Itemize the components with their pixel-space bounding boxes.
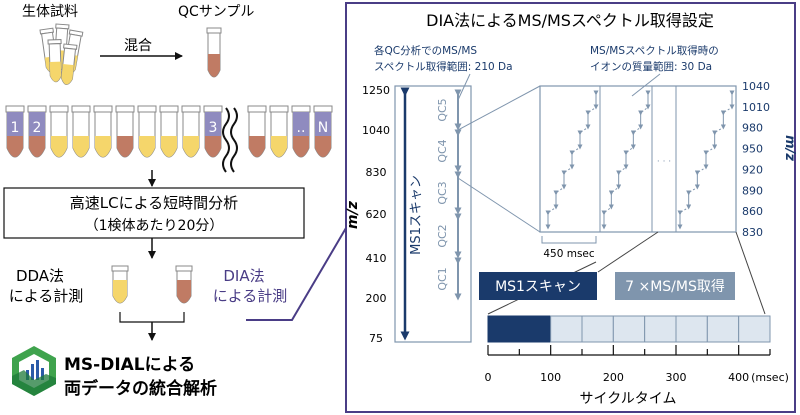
dda-tube-icon xyxy=(111,265,129,304)
y-axis-label: m/z xyxy=(345,200,361,229)
mix-label: 混合 xyxy=(124,38,152,54)
tube-label: N xyxy=(318,120,328,136)
lc-analysis-box xyxy=(3,187,305,239)
lc-box-line1: 高速LCによる短時間分析 xyxy=(70,194,238,212)
left-tick-label: 620 xyxy=(366,208,387,221)
more-windows-dots: · · · xyxy=(657,157,671,167)
ms1-scan-vertical-label: MS1スキャン xyxy=(409,175,424,255)
dia-line1: DIA法 xyxy=(223,267,264,285)
qc-label: QC1 xyxy=(436,267,449,290)
left-tick-label: 75 xyxy=(369,332,383,345)
sample-tube-icon xyxy=(115,105,135,158)
dda-line2: による計測 xyxy=(9,287,84,305)
connector-line xyxy=(246,227,347,321)
duration-label: 450 msec xyxy=(543,248,595,260)
ms1-scan-box xyxy=(479,272,597,300)
sample-tube-icon xyxy=(137,105,157,158)
lc-box-line2: （1検体あたり20分） xyxy=(85,218,224,234)
note-left-line2: スペクトル取得範囲: 210 Da xyxy=(374,60,513,73)
sample-tube-icon: N xyxy=(313,105,333,158)
msms-box-label: 7 ×MS/MS取得 xyxy=(625,278,725,295)
note-right-line2: イオンの質量範囲: 30 Da xyxy=(590,60,712,73)
note-right-line1: MS/MSスペクトル取得時の xyxy=(590,45,719,57)
left-flow: 生体試料 QCサンプル xyxy=(3,4,333,399)
tube-label: .. xyxy=(297,120,306,136)
sample-tube-icon: 1 xyxy=(5,105,25,158)
right-tick-label: 920 xyxy=(742,163,763,176)
sample-tube-icon: .. xyxy=(291,105,311,158)
right-tick-label: 1040 xyxy=(742,80,770,93)
msms-segment xyxy=(644,315,677,343)
right-tick-label: 860 xyxy=(742,205,763,218)
sample-tube-icon: 3 xyxy=(203,105,223,158)
msms-segment xyxy=(581,315,614,343)
note-left-line1: 各QC分析でのMS/MS xyxy=(374,44,477,57)
ms1-range-frame xyxy=(394,85,472,343)
timeline-label: サイクルタイム xyxy=(579,391,676,407)
ms1-scan-box-label: MS1スキャン xyxy=(495,279,581,295)
timeline-unit: (msec) xyxy=(751,371,789,384)
msdial-logo-icon xyxy=(12,346,56,396)
msms-segment xyxy=(550,315,583,343)
left-tick-label: 1040 xyxy=(362,124,390,137)
right-tick-label: 980 xyxy=(742,122,763,135)
sample-tube-icon xyxy=(247,105,267,158)
sample-tube-icon xyxy=(71,105,91,158)
timeline-tick-label: 100 xyxy=(540,371,561,384)
dia-tube-icon xyxy=(175,265,193,304)
right-tick-label: 890 xyxy=(742,184,763,197)
timeline-tick-label: 300 xyxy=(666,371,687,384)
sample-tubes-icon xyxy=(39,23,84,85)
sample-label: 生体試料 xyxy=(22,4,78,20)
msms-isolation-steps xyxy=(545,90,735,230)
break-mark-icon xyxy=(222,107,230,173)
msms-window-frame xyxy=(539,85,737,233)
dia-settings-panel xyxy=(345,2,796,413)
timeline-ticks: 0 100 200 300 400 xyxy=(485,345,771,384)
msdial-line2: 両データの統合解析 xyxy=(64,378,217,399)
left-tick-label: 1250 xyxy=(362,84,390,97)
msms-segment xyxy=(738,315,771,343)
sample-tube-icon xyxy=(269,105,289,158)
timeline-tick-label: 400 xyxy=(728,371,749,384)
right-axis-label: m/z xyxy=(782,135,797,161)
left-tick-label: 200 xyxy=(366,292,387,305)
sample-tube-icon: 2 xyxy=(27,105,47,158)
sample-tube-icon xyxy=(93,105,113,158)
qc-label: QC5 xyxy=(436,98,449,121)
dia-line2: による計測 xyxy=(213,287,288,305)
right-tick-label: 950 xyxy=(742,143,763,156)
left-tick-label: 410 xyxy=(366,252,387,265)
qc-label: QC3 xyxy=(436,181,449,204)
cycle-bar xyxy=(487,315,771,343)
msdial-line1: MS-DIALによる xyxy=(64,355,195,375)
qc-tube-icon xyxy=(206,27,222,78)
dda-line1: DDA法 xyxy=(16,267,64,285)
qc-sample-label: QCサンプル xyxy=(178,4,254,20)
qc-label: QC2 xyxy=(436,224,449,247)
left-tick-label: 830 xyxy=(366,166,387,179)
tube-label: 1 xyxy=(11,120,20,136)
msms-box xyxy=(615,272,735,300)
timeline-tick-label: 200 xyxy=(603,371,624,384)
left-axis-ticks: 1250 1040 830 620 410 200 75 xyxy=(362,84,390,345)
sample-tube-icon xyxy=(159,105,179,158)
msms-segment xyxy=(675,315,708,343)
right-tick-label: 1010 xyxy=(742,101,770,114)
sample-tube-icon xyxy=(181,105,201,158)
msms-segment xyxy=(612,315,646,343)
right-tick-label: 830 xyxy=(742,226,763,239)
qc-label: QC4 xyxy=(436,139,449,162)
tube-label: 2 xyxy=(33,120,42,136)
right-axis-ticks: 1040 1010 980 950 920 890 860 830 xyxy=(742,80,770,239)
ms1-segment xyxy=(487,315,552,343)
panel-title: DIA法によるMS/MSスペクトル取得設定 xyxy=(426,11,714,30)
tube-label: 3 xyxy=(209,120,218,136)
msms-segment xyxy=(706,315,740,343)
sample-tube-icon xyxy=(49,105,69,158)
timeline-tick-label: 0 xyxy=(485,371,492,384)
